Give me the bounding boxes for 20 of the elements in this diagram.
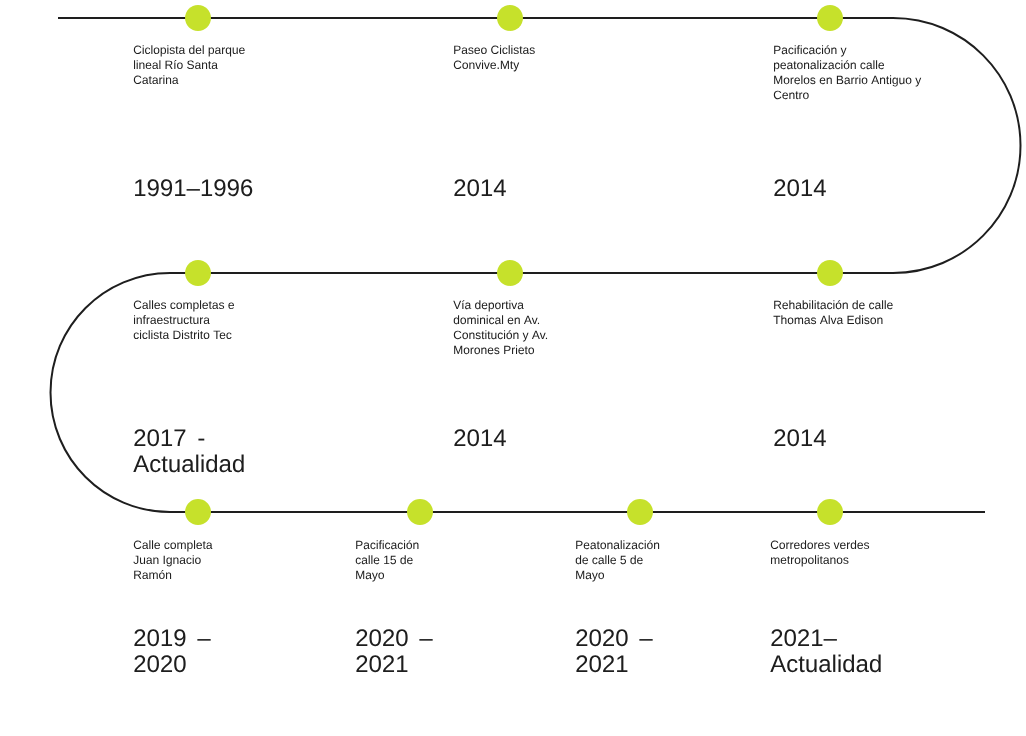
event-description: Pacificación calle 15 de Mayo [355,540,419,582]
event-description: Rehabilitación de calle Thomas Alva Edison [773,300,893,325]
event-description: Paseo Ciclistas Convive.Mty [453,45,535,72]
event-year: 2014 [774,429,826,447]
event-year: 2019 – 2020 [134,629,211,673]
event-year: 2021– Actualidad [770,629,881,673]
event-year: 2017 - Actualidad [133,429,244,473]
event-description: Pacificación y peatonalización calle Morelos en Barrio Antiguo y Centro [773,45,922,100]
event-description: Vía deportiva dominical en Av. Constitución y Av. Morones Prieto [453,300,548,355]
event-description: Ciclopista del parque lineal Río Santa Catarina [133,45,245,84]
event-description: Calle completa Juan Ignacio Ramón [133,540,213,579]
event-description: Corredores verdes metropolitanos [770,540,870,567]
event-year: 2014 [454,429,506,447]
event-year: 2020 – 2021 [576,629,653,673]
event-year: 2014 [454,179,506,197]
event-description: Peatonalización de calle 5 de Mayo [575,540,660,582]
event-year: 2014 [774,179,826,197]
event-year: 1991–1996 [135,179,253,197]
event-year: 2020 – 2021 [356,629,433,673]
event-description: Calles completas e infraestructura ciclista Distrito Tec [133,300,234,339]
